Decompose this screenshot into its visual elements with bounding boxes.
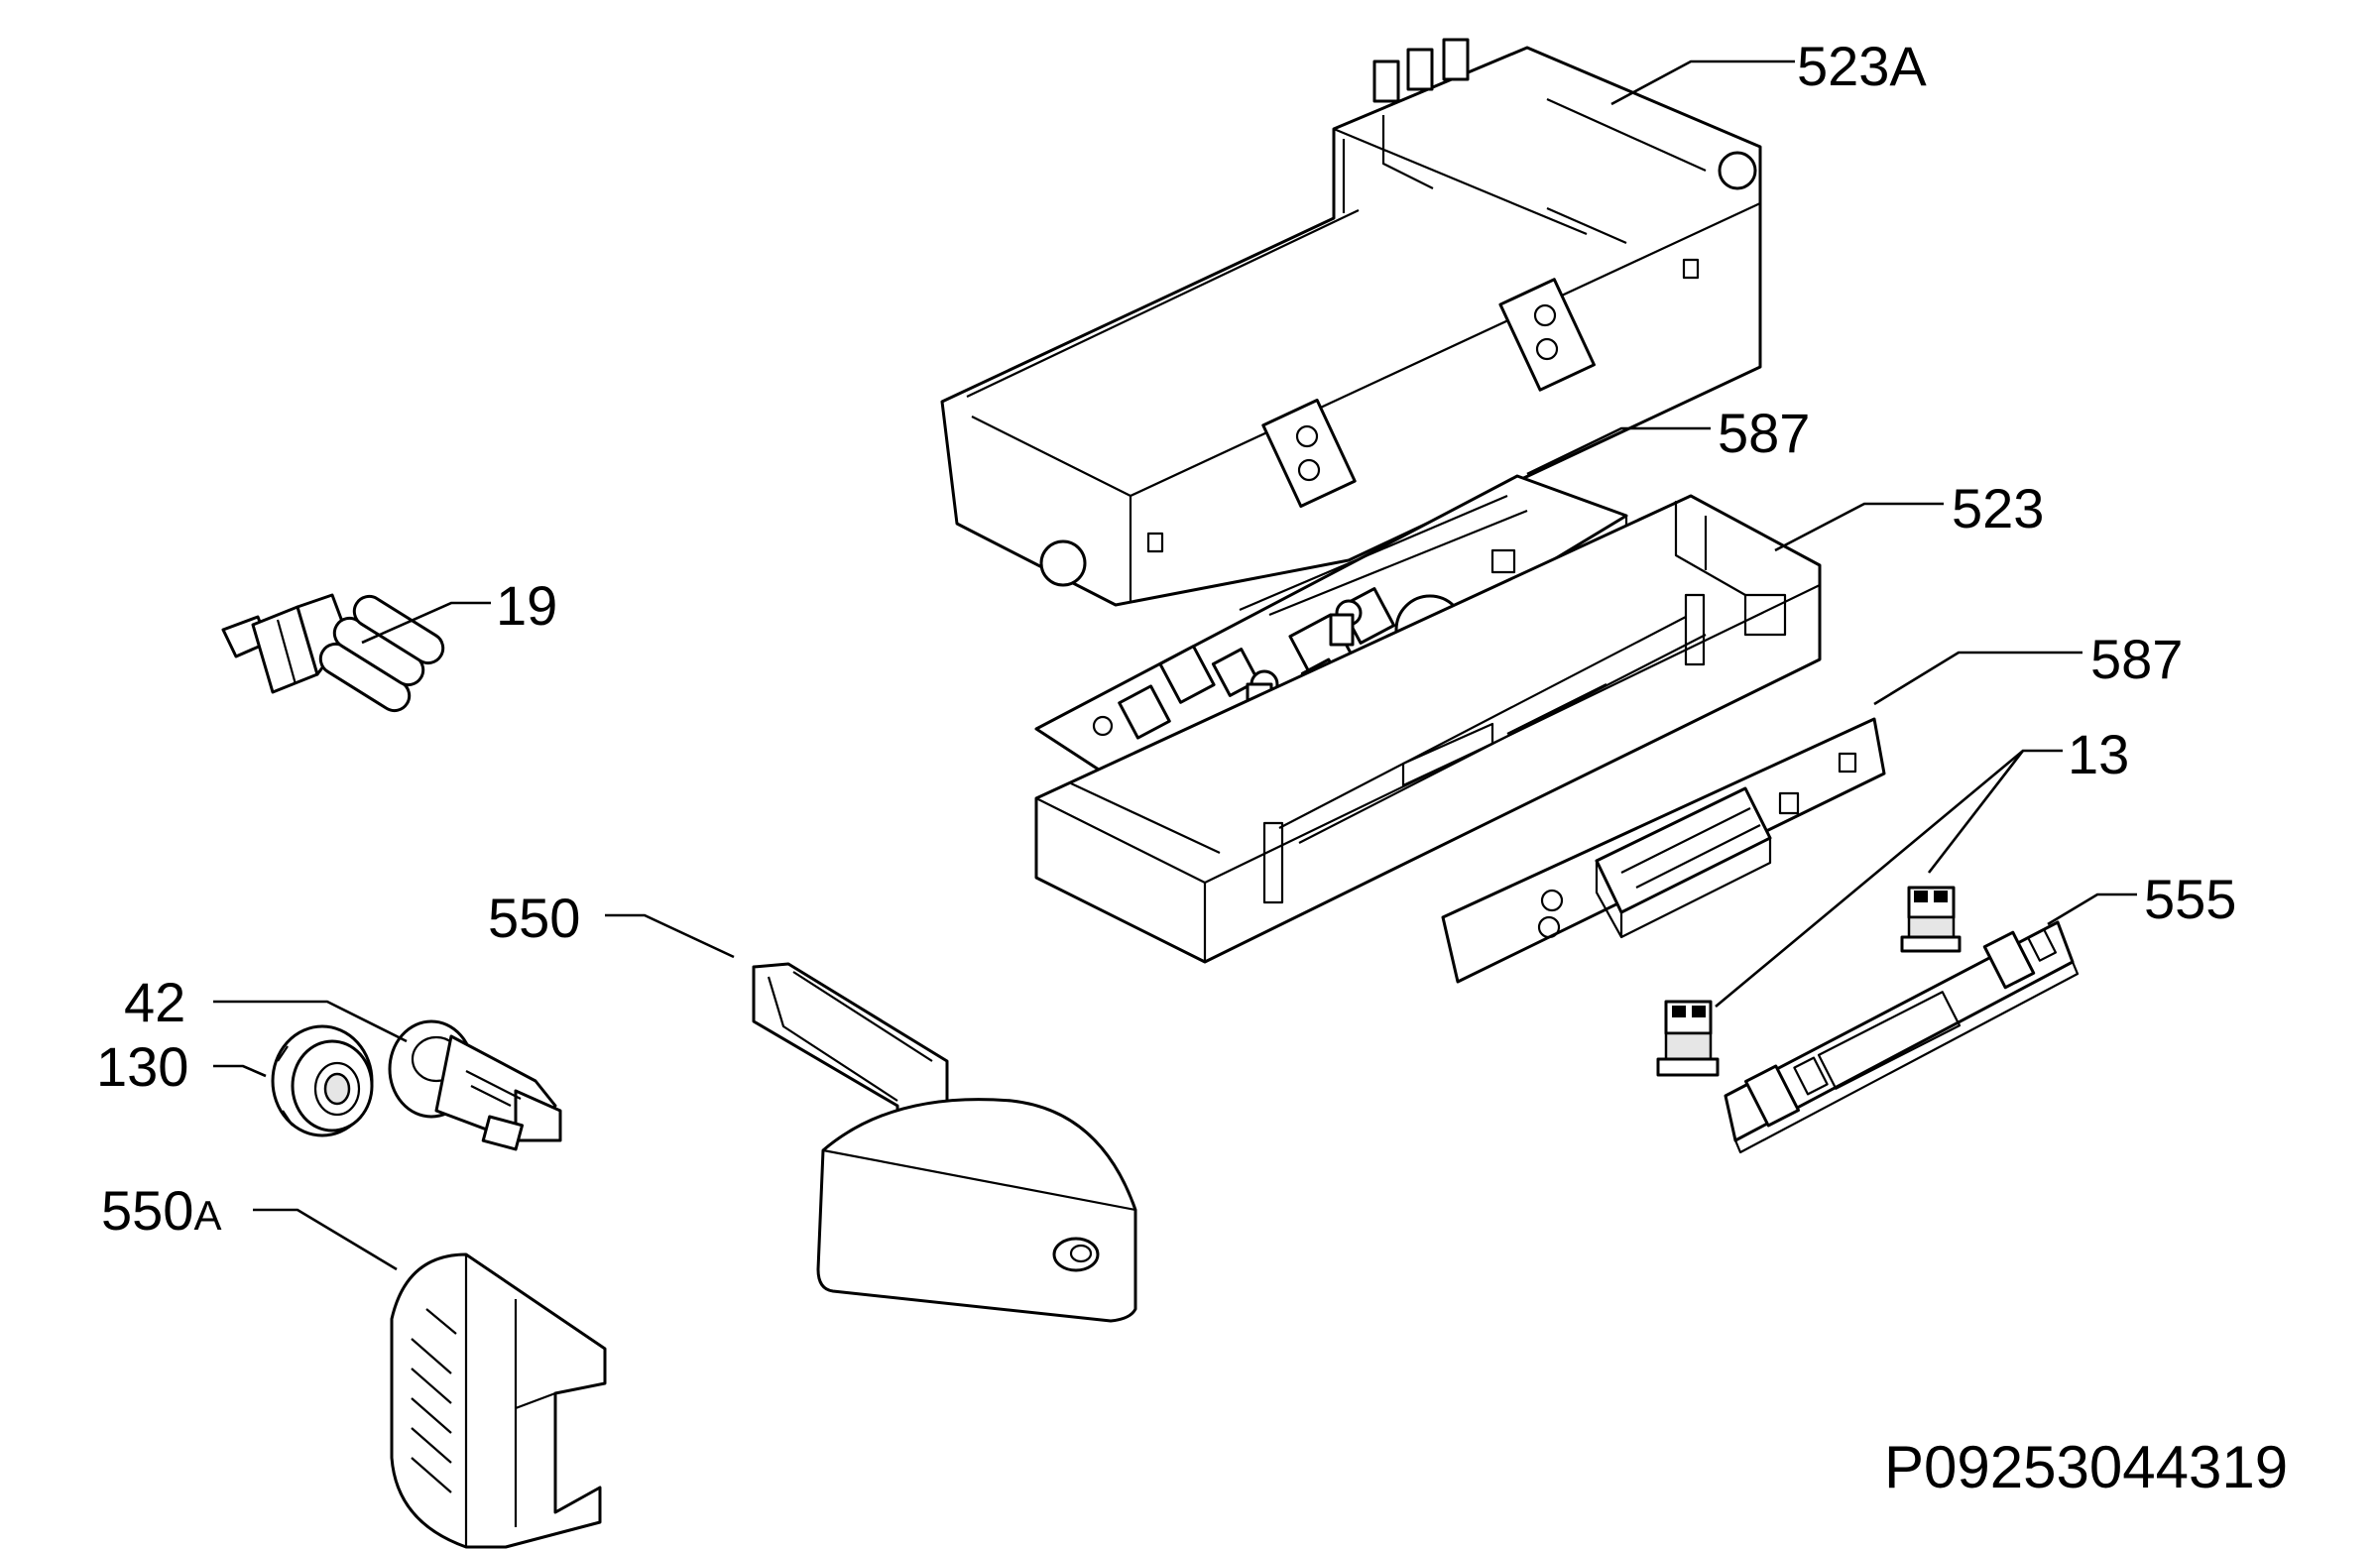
part-19-lamp [221, 593, 445, 713]
callout-550A-suffix: A [193, 1192, 221, 1239]
part-587-strip [1441, 717, 1886, 984]
callout-523: 523 [1952, 477, 2044, 539]
callout-587-top: 587 [1718, 402, 1810, 464]
callout-13: 13 [2068, 723, 2129, 785]
part-13-clip-left [1656, 1000, 1720, 1077]
part-13-clip-right [1900, 886, 1962, 953]
part-523A-cover [940, 38, 1762, 607]
callout-550: 550 [488, 887, 580, 949]
leader-lines [213, 60, 2137, 1271]
part-555-bracket [1724, 920, 2080, 1154]
part-550A-cap [390, 1252, 607, 1549]
part-42-lampholder [388, 1019, 562, 1151]
callout-42: 42 [124, 971, 185, 1033]
part-130-ring [271, 1024, 374, 1137]
callout-130: 130 [96, 1035, 188, 1098]
part-523-base [1034, 494, 1822, 964]
callout-523A: 523A [1797, 35, 1927, 97]
callout-19: 19 [496, 574, 557, 637]
callout-550A: 550A [101, 1179, 221, 1242]
reference-code: P09253044319 [1884, 1434, 2288, 1500]
callout-587-mid: 587 [2090, 628, 2183, 690]
part-550-cover [752, 962, 1137, 1323]
callout-550A-number: 550 [101, 1179, 193, 1242]
callout-555: 555 [2144, 868, 2236, 930]
